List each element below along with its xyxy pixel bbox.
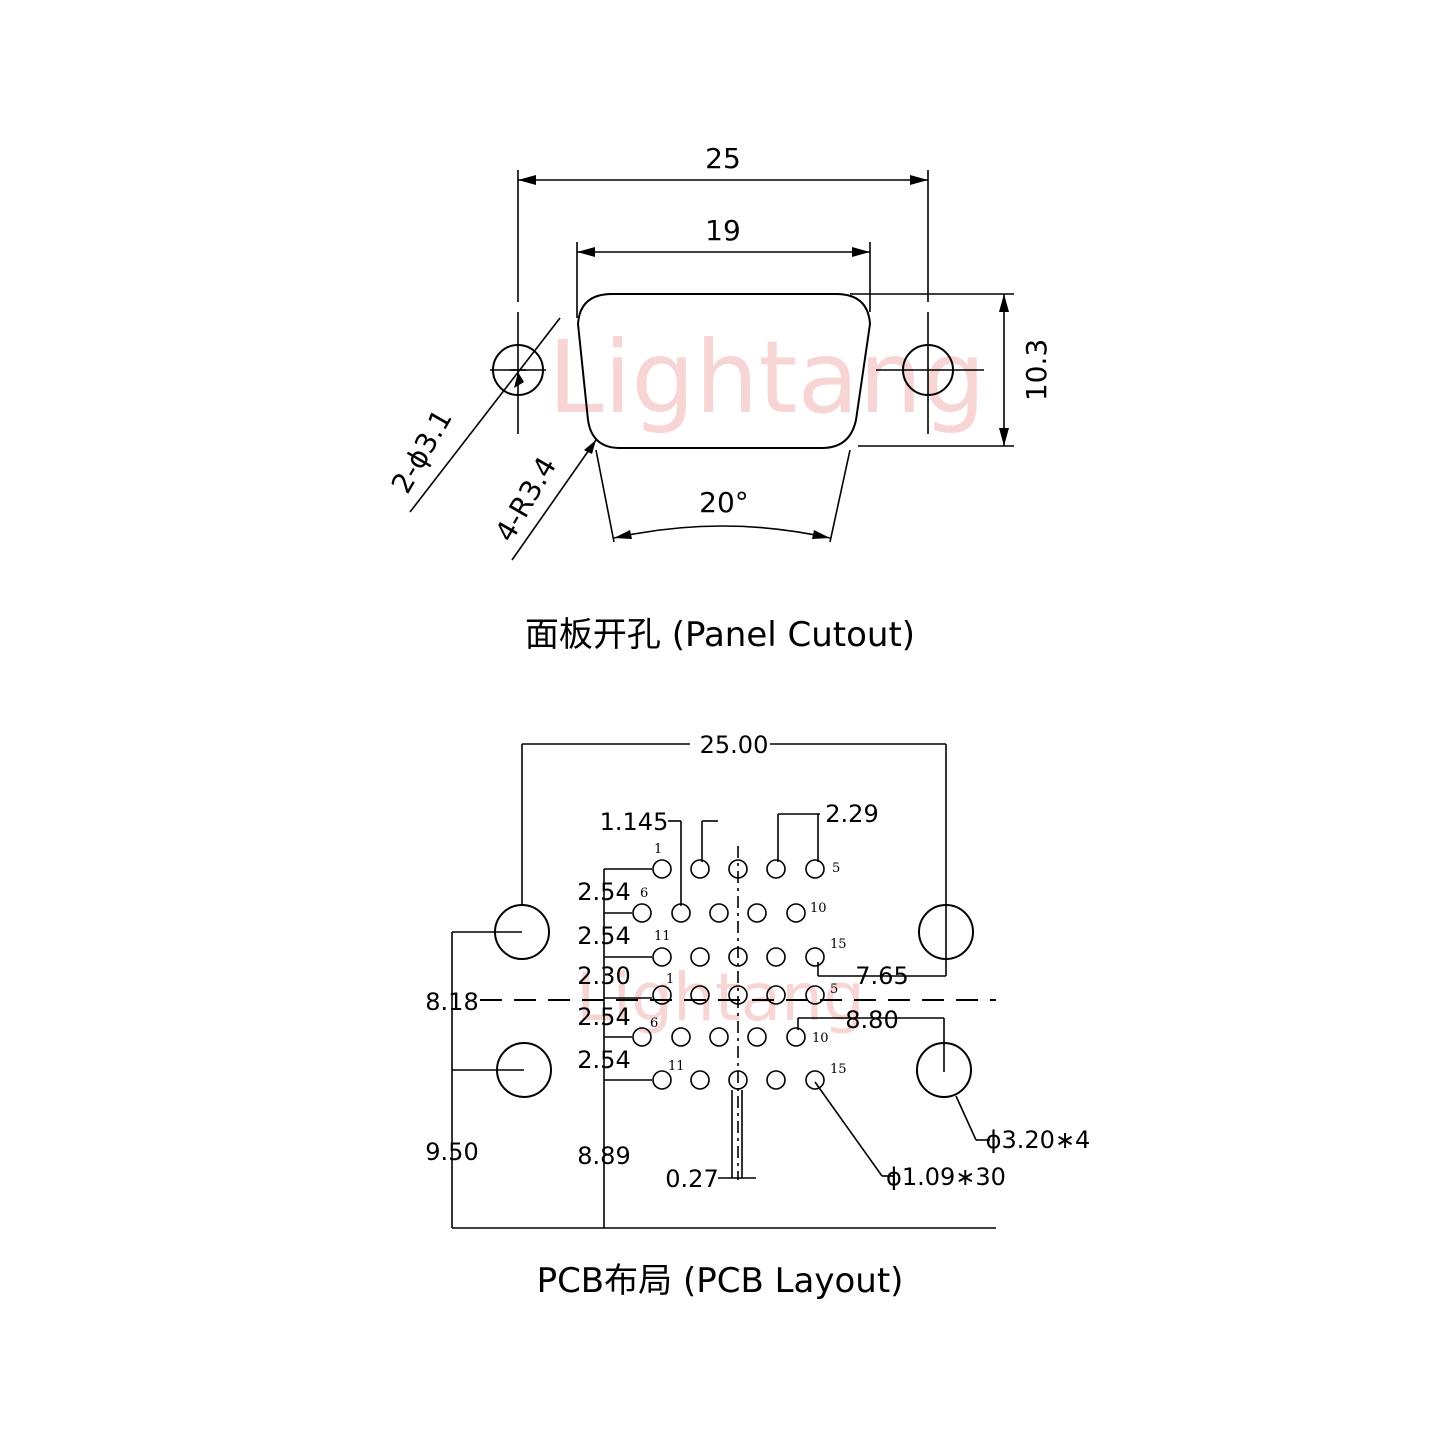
- panel-d-opening: [576, 293, 872, 449]
- pcb-dim-pin-pitch-x: 2.29: [825, 800, 878, 828]
- pcb-dim-row-gap: 2.30: [577, 962, 630, 990]
- pin-hole: [728, 985, 748, 1005]
- pin-hole: [652, 985, 672, 1005]
- pin-label-upper-6: 6: [640, 886, 648, 901]
- pin-hole: [805, 859, 825, 879]
- pin-label-upper-1: 1: [654, 842, 662, 857]
- pin-hole: [805, 1070, 825, 1090]
- panel-watermark: Lightang: [548, 319, 986, 436]
- pin-label-lower-5: 5: [830, 982, 838, 997]
- pcb-dim-row-pitch-3: 2.54: [577, 1003, 630, 1031]
- pin-hole: [652, 947, 672, 967]
- panel-dim-angle: 20°: [699, 486, 749, 519]
- pcb-dim-center-to-upper-hole: 7.65: [855, 962, 908, 990]
- pin-hole: [728, 947, 748, 967]
- pin-hole: [690, 859, 710, 879]
- pin-hole: [805, 985, 825, 1005]
- pcb-dim-mount-hole-dia: ϕ3.20∗4: [986, 1126, 1091, 1154]
- pcb-dim-overall-width: 25.00: [700, 731, 769, 759]
- pcb-pins-lower: [632, 985, 825, 1090]
- pcb-layout-caption: PCB布局 (PCB Layout): [537, 1261, 904, 1301]
- pcb-dim-lower-hole-from-edge: 9.50: [425, 1138, 478, 1166]
- pcb-dim-pin-hole-dia: ϕ1.09∗30: [886, 1163, 1006, 1191]
- pin-hole: [709, 1027, 729, 1047]
- pcb-dim-center-from-edge: 8.18: [425, 988, 478, 1016]
- pin-hole: [747, 1027, 767, 1047]
- pin-hole: [747, 903, 767, 923]
- pin-hole: [632, 1027, 652, 1047]
- pin-label-upper-10: 10: [810, 901, 827, 916]
- pin-hole: [728, 1070, 748, 1090]
- pin-hole: [632, 903, 652, 923]
- pin-label-upper-15: 15: [830, 937, 847, 952]
- pcb-pins-upper: [632, 859, 825, 967]
- pcb-dim-pin-offset: 1.145: [600, 808, 669, 836]
- pin-label-upper-11: 11: [654, 929, 671, 944]
- pin-label-upper-5: 5: [832, 861, 840, 876]
- pin-hole: [652, 859, 672, 879]
- pin-hole: [786, 1027, 806, 1047]
- pin-label-lower-1: 1: [666, 972, 674, 987]
- pin-hole: [709, 903, 729, 923]
- pin-label-lower-6: 6: [650, 1016, 658, 1031]
- pin-label-lower-10: 10: [812, 1031, 829, 1046]
- pin-hole: [766, 1070, 786, 1090]
- pin-hole: [690, 947, 710, 967]
- pin-hole: [671, 1027, 691, 1047]
- pcb-dim-center-to-lower-hole: 8.80: [845, 1006, 898, 1034]
- pin-hole: [766, 985, 786, 1005]
- pin-hole: [805, 947, 825, 967]
- panel-dim-mount-holes: 2-ϕ3.1: [385, 404, 459, 499]
- panel-dim-height: 10.3: [1020, 339, 1053, 401]
- pcb-mount-hole-top-right: [918, 904, 974, 960]
- pin-hole: [690, 985, 710, 1005]
- panel-cutout-caption: 面板开孔 (Panel Cutout): [525, 615, 915, 655]
- pcb-layout-drawing: Lightang 25.00: [425, 731, 1090, 1301]
- pcb-dim-row-pitch-2: 2.54: [577, 922, 630, 950]
- pcb-dim-pins-from-edge: 8.89: [577, 1142, 630, 1170]
- pin-hole: [690, 1070, 710, 1090]
- pcb-dim-offset: 0.27: [665, 1165, 718, 1193]
- pin-label-lower-11: 11: [668, 1059, 685, 1074]
- panel-cutout-drawing: Lightang 25 19 10.3 2-ϕ3.1: [385, 142, 1053, 655]
- panel-dim-overall-width: 25: [705, 142, 741, 175]
- pin-hole: [766, 859, 786, 879]
- panel-dim-corner-radius: 4-R3.4: [489, 451, 564, 547]
- pin-hole: [652, 1070, 672, 1090]
- pcb-dim-row-pitch-4: 2.54: [577, 1046, 630, 1074]
- pin-hole: [671, 903, 691, 923]
- pcb-dim-row-pitch-1: 2.54: [577, 878, 630, 906]
- pin-hole: [786, 903, 806, 923]
- panel-dim-opening-width: 19: [705, 214, 741, 247]
- pin-label-lower-15: 15: [830, 1062, 847, 1077]
- pin-hole: [766, 947, 786, 967]
- pin-hole: [728, 859, 748, 879]
